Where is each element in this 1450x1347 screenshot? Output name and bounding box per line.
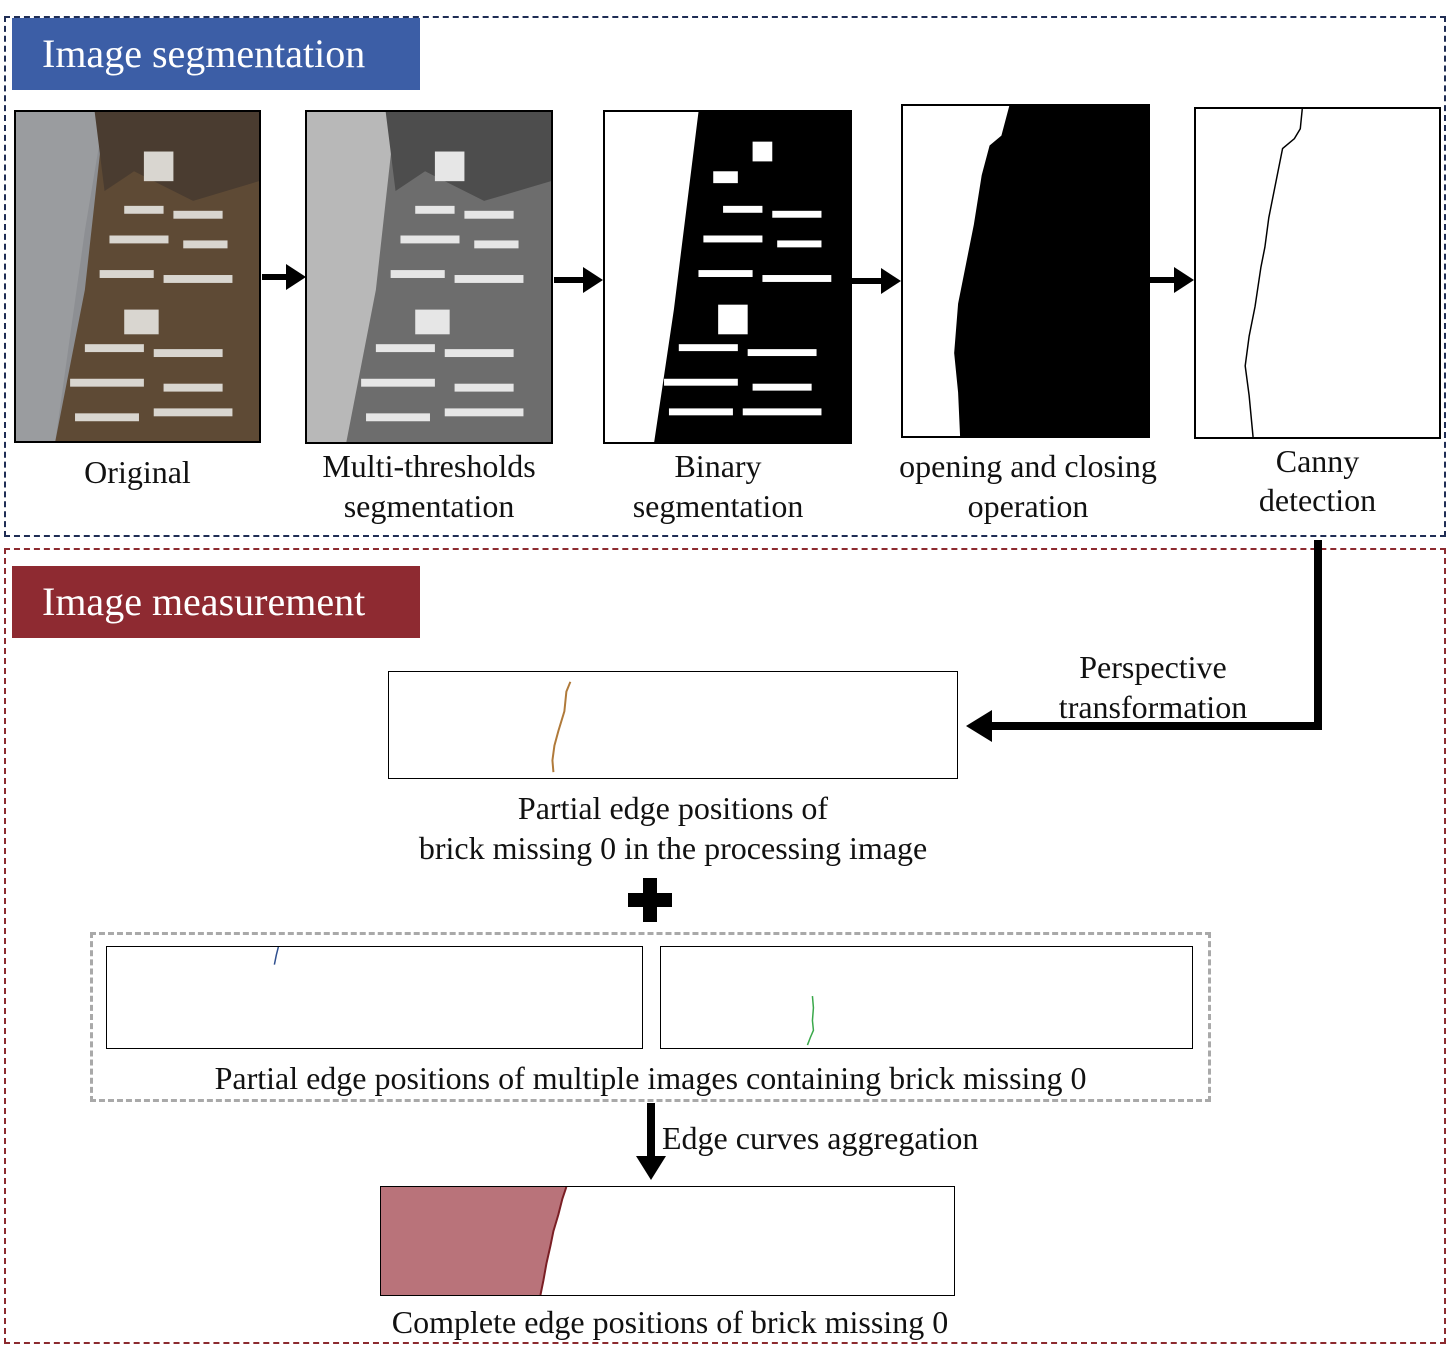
step-caption-multi-line2: segmentation	[343, 488, 515, 524]
step-caption-binary-line2: segmentation	[632, 488, 804, 524]
complete-edge-graphic	[381, 1187, 568, 1295]
canny-image	[1194, 107, 1441, 439]
binary-image	[603, 110, 852, 444]
multi-edge-graphic-1	[273, 947, 280, 965]
multiple-images-group	[90, 932, 1211, 1102]
canny-image-graphic	[1196, 109, 1439, 437]
multi-threshold-image	[305, 110, 553, 444]
segmentation-header: Image segmentation	[12, 18, 420, 90]
measurement-header: Image measurement	[12, 566, 420, 638]
step-caption-canny-line2: detection	[1258, 482, 1377, 518]
step-caption-morphology-line2: operation	[967, 488, 1089, 524]
multi-edge-graphic-2	[806, 995, 815, 1046]
step-caption-morphology-line1: opening and closing	[899, 448, 1157, 484]
partial-caption-line1: Partial edge positions of	[517, 790, 829, 826]
perspective-label-line2: transformation	[1058, 689, 1248, 725]
multi-edge-image-2	[660, 946, 1193, 1049]
multi-edge-image-1	[106, 946, 643, 1049]
original-image	[14, 110, 261, 443]
step-caption-binary-line1: Binary	[674, 448, 762, 484]
morphology-image	[901, 104, 1150, 438]
aggregation-label: Edge curves aggregation	[662, 1120, 979, 1156]
partial-caption-line2: brick missing 0 in the processing image	[418, 830, 928, 866]
plus-icon	[628, 878, 672, 922]
complete-caption: Complete edge positions of brick missing…	[391, 1304, 949, 1340]
original-image-graphic	[16, 112, 259, 441]
measurement-section	[4, 548, 1446, 1344]
step-caption-original: Original	[84, 454, 191, 490]
partial-edge-graphic	[551, 681, 572, 773]
step-caption-multi-line1: Multi-thresholds	[322, 448, 536, 484]
segmentation-section	[4, 16, 1446, 537]
multi-threshold-image-graphic	[307, 112, 551, 442]
complete-edge-image	[380, 1186, 955, 1296]
perspective-label-line1: Perspective	[1079, 649, 1227, 685]
morphology-image-graphic	[903, 106, 1148, 436]
multiple-caption: Partial edge positions of multiple image…	[214, 1060, 1087, 1096]
step-caption-canny-line1: Canny	[1275, 443, 1360, 479]
binary-image-graphic	[605, 112, 850, 442]
partial-edge-image	[388, 671, 958, 779]
